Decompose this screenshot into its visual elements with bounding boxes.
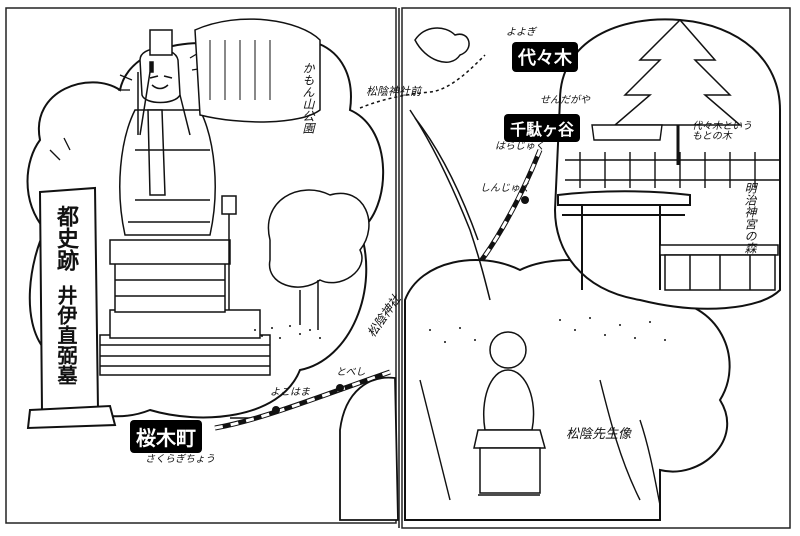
kamonyama-signboard (194, 18, 321, 123)
station-shinjuku-kana: しんじゅく (480, 183, 530, 194)
shoin-statue-label: 松陰先生像 (566, 427, 632, 442)
bird-flag (414, 27, 470, 63)
shrine-fence (565, 152, 780, 188)
right-foliage-dots (429, 317, 666, 343)
yoshida-shoin-statue (473, 331, 546, 496)
lower-left-frame (339, 376, 399, 521)
shoin-shrine-mae-label: 松陰神社前 (366, 85, 421, 98)
yoyogi-tree-note: 代々木という もとの木 (692, 121, 752, 142)
station-harajuku-kana: はらじゅく (495, 141, 545, 152)
station-sakuragicho-kana: さくらぎちょう (145, 454, 215, 465)
ii-naosuke-statue (119, 29, 216, 236)
station-yokohama-kana: よこはま (270, 387, 310, 398)
meiji-grove-label: 明治神宮の森 (743, 182, 757, 254)
station-sendagaya: 千駄ヶ谷 (504, 114, 581, 142)
shrine-building (659, 244, 779, 291)
right-page-border (401, 7, 791, 529)
cedar-tree (612, 18, 743, 165)
station-yoyogi-kana: よよぎ (506, 27, 536, 38)
statue-pedestal (99, 239, 271, 376)
station-tobe-kana: とべし (336, 367, 366, 378)
left-scene-tree (267, 189, 370, 330)
sacred-rope-enclosure (591, 124, 663, 141)
lamp-post (221, 195, 237, 310)
marker-text-top: 都史跡 (53, 205, 78, 271)
left-shrub-dots (254, 325, 321, 339)
left-page-border (5, 7, 397, 524)
stone-marker (26, 186, 117, 430)
station-sendagaya-kana: せんだがや (540, 95, 590, 106)
ribbon (409, 109, 491, 301)
kamonyama-label: かもん山公園 (301, 62, 315, 134)
station-sakuragicho: 桜木町 (130, 420, 202, 453)
marker-text-bottom: 井伊直弼墓 (54, 285, 78, 385)
walking-route (359, 54, 486, 109)
station-yoyogi: 代々木 (512, 42, 578, 72)
